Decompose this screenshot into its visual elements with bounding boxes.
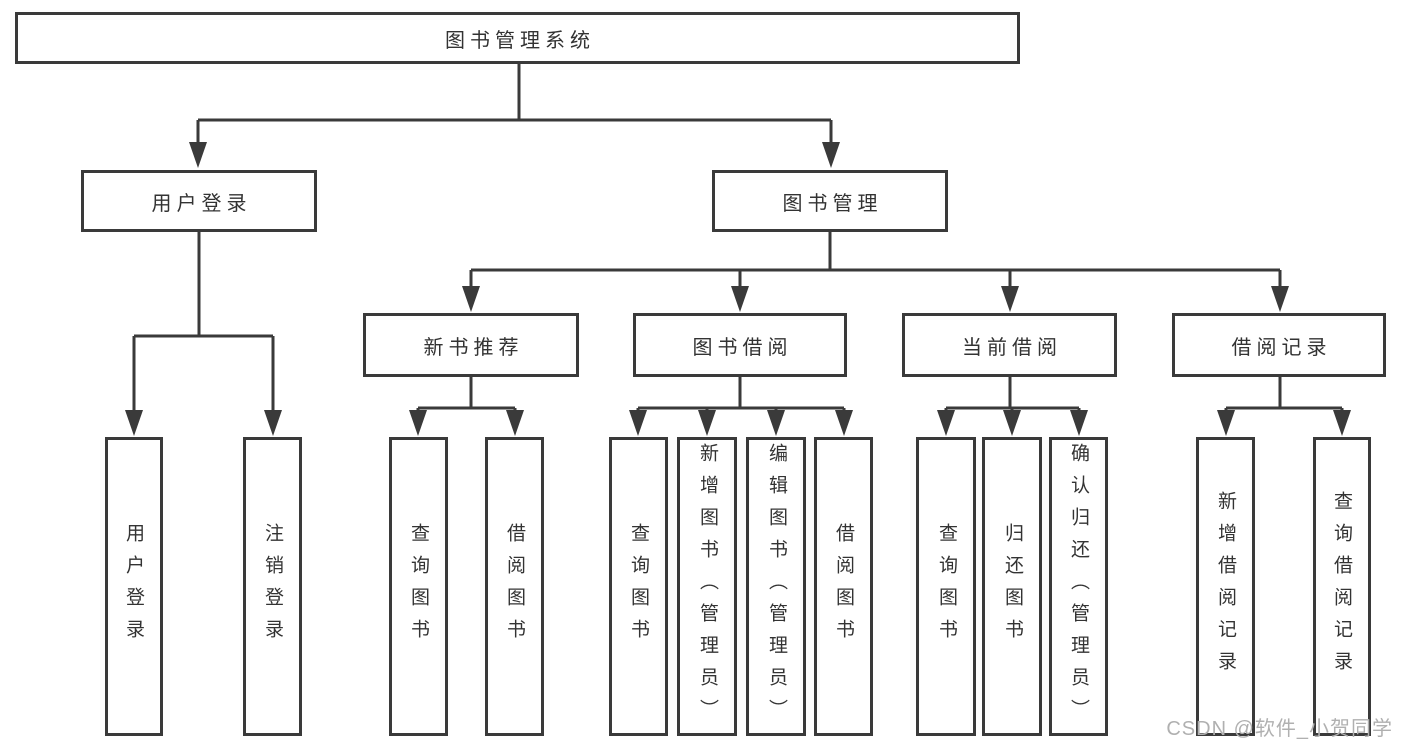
connector-borrow-to-leaves <box>636 376 846 416</box>
arrowhead <box>462 286 480 312</box>
leaf-user-login: 用户登录 <box>105 437 163 736</box>
leaf-logout: 注销登录 <box>243 437 302 736</box>
leaf-add-borrow-record: 新增借阅记录 <box>1196 437 1255 736</box>
arrowhead <box>264 410 282 436</box>
arrowhead <box>731 286 749 312</box>
leaf-confirm-return-admin: 确认归还（管理员） <box>1049 437 1108 736</box>
connector-root-to-level2 <box>196 64 833 148</box>
node-borrowing-records: 借阅记录 <box>1172 313 1386 377</box>
arrowhead <box>409 410 427 436</box>
node-root-book-management-system: 图书管理系统 <box>15 12 1020 64</box>
arrowhead <box>835 410 853 436</box>
leaf-return-books: 归还图书 <box>982 437 1042 736</box>
arrowhead <box>506 410 524 436</box>
connector-records-to-leaves <box>1224 376 1344 416</box>
leaf-query-books-borrowing: 查询图书 <box>609 437 668 736</box>
node-book-borrowing: 图书借阅 <box>633 313 847 377</box>
connector-bookmgmt-to-level3 <box>469 231 1282 292</box>
arrowhead <box>1001 286 1019 312</box>
connector-newbooks-to-leaves <box>416 376 517 416</box>
leaf-add-books-admin: 新增图书（管理员） <box>677 437 737 736</box>
arrowhead <box>1333 410 1351 436</box>
node-new-book-recommendation: 新书推荐 <box>363 313 579 377</box>
leaf-borrow-books-borrowing: 借阅图书 <box>814 437 873 736</box>
node-user-login: 用户登录 <box>81 170 317 232</box>
arrowhead <box>822 142 840 168</box>
node-book-management: 图书管理 <box>712 170 948 232</box>
arrowhead <box>698 410 716 436</box>
arrowhead <box>1217 410 1235 436</box>
arrowhead <box>937 410 955 436</box>
arrowhead <box>1271 286 1289 312</box>
leaf-edit-books-admin: 编辑图书（管理员） <box>746 437 806 736</box>
arrowhead <box>767 410 785 436</box>
node-current-borrowing: 当前借阅 <box>902 313 1117 377</box>
arrowhead <box>125 410 143 436</box>
arrowhead <box>1070 410 1088 436</box>
connector-userlogin-to-leaves <box>132 231 275 416</box>
csdn-watermark: CSDN @软件_小贺同学 <box>1166 718 1393 740</box>
arrowhead <box>189 142 207 168</box>
arrowhead <box>629 410 647 436</box>
arrowhead <box>1003 410 1021 436</box>
leaf-query-books-current: 查询图书 <box>916 437 976 736</box>
leaf-query-borrow-record: 查询借阅记录 <box>1313 437 1371 736</box>
leaf-borrow-books-recommend: 借阅图书 <box>485 437 544 736</box>
leaf-query-books-recommend: 查询图书 <box>389 437 448 736</box>
